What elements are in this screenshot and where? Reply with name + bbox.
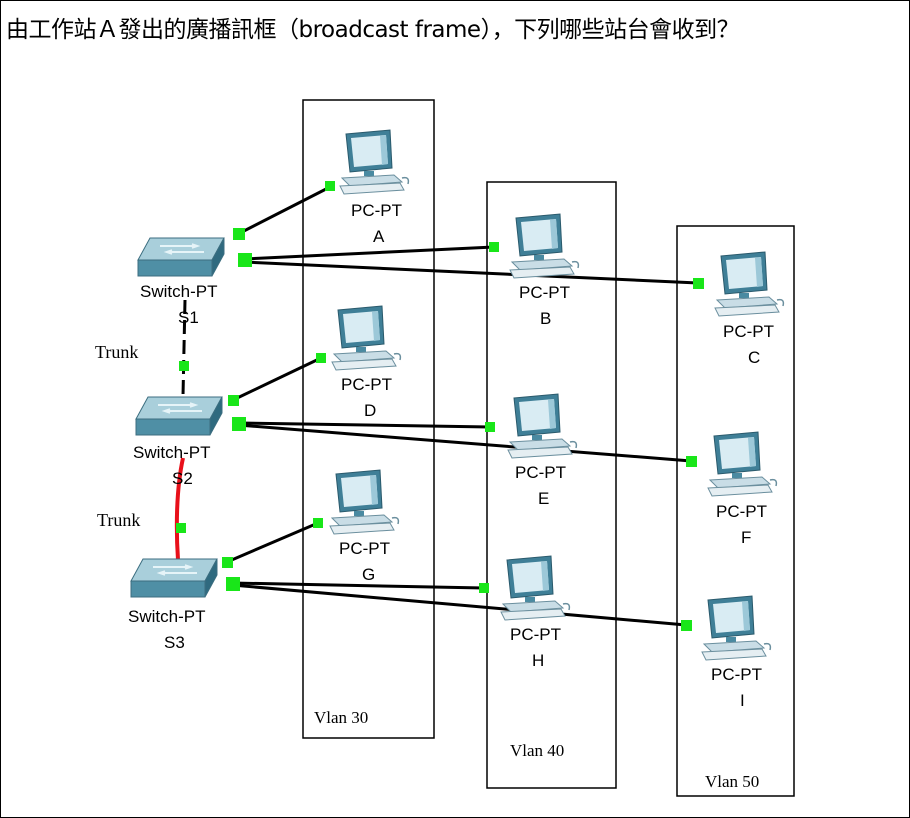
pc-type-label: PC-PT	[711, 665, 762, 684]
cable-s1-c	[243, 260, 699, 285]
pc-b: PC-PT B	[509, 213, 580, 328]
question-text: 由工作站Ａ發出的廣播訊框（broadcast frame），下列哪些站台會收到？	[6, 17, 740, 43]
pc-e: PC-PT E	[507, 393, 578, 508]
switch-s3: Switch-PT S3	[128, 558, 218, 652]
trunk-cable-s1-s2	[181, 299, 187, 397]
pc-a: PC-PT A	[339, 129, 410, 246]
pc-type-label: PC-PT	[341, 375, 392, 394]
pc-type-label: PC-PT	[519, 283, 570, 302]
pc-h: PC-PT H	[500, 555, 571, 670]
trunk-cable-s2-s3	[174, 457, 185, 561]
pc-i: PC-PT I	[701, 595, 772, 710]
switch-type-label: Switch-PT	[140, 282, 217, 301]
vlan-30-box	[302, 99, 435, 739]
pc-icon	[707, 431, 778, 497]
pc-name-label: I	[740, 691, 745, 710]
cable-s2-f	[237, 423, 692, 463]
pc-type-label: PC-PT	[510, 625, 561, 644]
switch-type-label: Switch-PT	[133, 443, 210, 462]
vlan-30-label: Vlan 30	[314, 708, 368, 727]
pc-name-label: B	[540, 309, 551, 328]
switch-icon	[130, 558, 218, 598]
trunk-label-s2-s3: Trunk	[97, 510, 140, 530]
vlan-50-label: Vlan 50	[705, 772, 759, 791]
cable-s3-h	[231, 581, 485, 590]
cables	[174, 185, 699, 627]
pc-type-label: PC-PT	[723, 322, 774, 341]
switch-name-label: S1	[178, 308, 199, 327]
pc-icon	[331, 305, 402, 371]
pc-type-label: PC-PT	[515, 463, 566, 482]
switch-s1: Switch-PT S1	[137, 237, 225, 327]
pc-name-label: D	[364, 401, 376, 420]
switch-icon	[137, 237, 225, 277]
pc-icon	[339, 129, 410, 195]
pc-icon	[500, 555, 571, 621]
switch-s2: Switch-PT S2	[133, 396, 223, 488]
cable-s3-g	[226, 521, 319, 564]
switch-name-label: S2	[172, 469, 193, 488]
switch-type-label: Switch-PT	[128, 607, 205, 626]
pc-name-label: E	[538, 489, 549, 508]
cable-s2-e	[237, 421, 491, 429]
pc-c: PC-PT C	[714, 251, 785, 367]
pc-f: PC-PT F	[707, 431, 778, 547]
pc-icon	[701, 595, 772, 661]
pc-icon	[507, 393, 578, 459]
pc-name-label: A	[373, 227, 385, 246]
cable-s1-b	[243, 245, 495, 261]
switch-icon	[135, 396, 223, 436]
vlan-boxes	[302, 99, 795, 797]
port-indicators	[176, 181, 704, 631]
pc-type-label: PC-PT	[716, 502, 767, 521]
pc-g: PC-PT G	[329, 469, 400, 584]
cable-s1-a	[237, 185, 331, 236]
pc-name-label: H	[532, 651, 544, 670]
pc-icon	[329, 469, 400, 535]
pc-type-label: PC-PT	[351, 201, 402, 220]
pc-name-label: C	[748, 348, 760, 367]
cable-s3-i	[231, 583, 687, 627]
cable-s2-d	[232, 356, 322, 402]
pc-d: PC-PT D	[331, 305, 402, 420]
vlan-50-box	[676, 225, 795, 797]
vlan-40-box	[486, 181, 617, 789]
pc-name-label: F	[741, 528, 751, 547]
switch-name-label: S3	[164, 633, 185, 652]
pc-icon	[509, 213, 580, 279]
pc-type-label: PC-PT	[339, 539, 390, 558]
trunk-label-s1-s2: Trunk	[95, 342, 138, 362]
pc-name-label: G	[362, 565, 375, 584]
pc-icon	[714, 251, 785, 317]
vlan-40-label: Vlan 40	[510, 741, 564, 760]
